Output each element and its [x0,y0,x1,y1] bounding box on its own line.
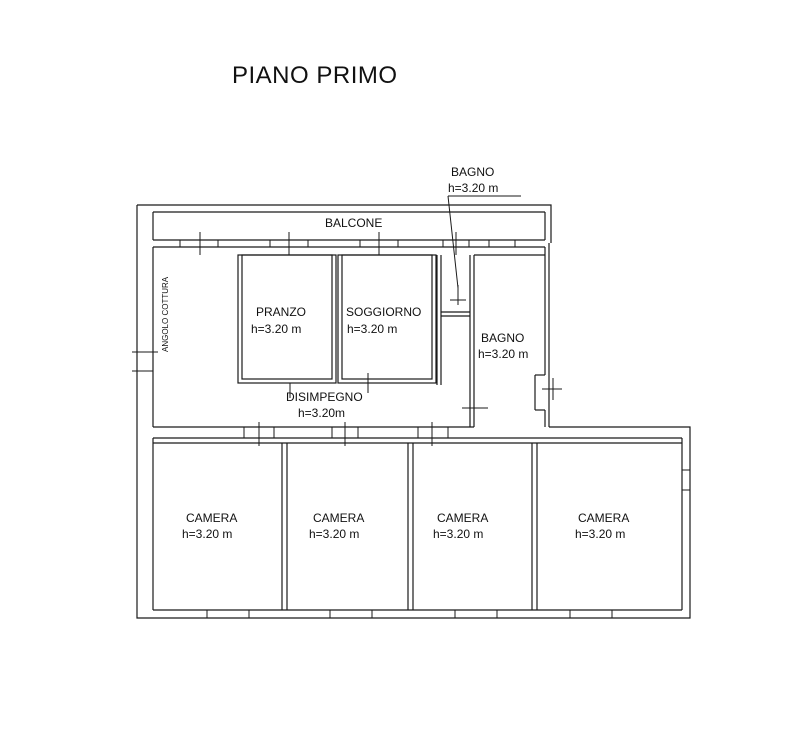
right-wall-detail [682,469,690,491]
room-height-soggiorno: h=3.20 m [347,322,398,336]
room-height-bagno-right: h=3.20 m [478,347,529,361]
room-label-disimpegno: DISIMPEGNO [286,390,363,404]
room-height-disimpegno: h=3.20m [298,406,346,420]
room-height-camera-2: h=3.20 m [309,527,360,541]
room-label-bagno-right: BAGNO [481,331,525,345]
room-height-bagno-top: h=3.20 m [448,181,499,195]
corridor-doors [243,422,449,446]
bagno-leader [447,195,521,289]
balcony-windows [179,232,516,255]
plan-title: PIANO PRIMO [232,62,398,89]
bottom-windows [206,609,613,619]
room-height-camera-3: h=3.20 m [433,527,484,541]
room-height-camera-4: h=3.20 m [575,527,626,541]
room-label-camera-3: CAMERA [437,511,489,525]
balcony-wall [152,239,683,611]
outer-walls [136,204,691,619]
camera-walls [153,442,682,610]
room-label-camera-4: CAMERA [578,511,630,525]
room-height-pranzo: h=3.20 m [251,322,302,336]
room-label-angolo-cottura: ANGOLO COTTURA [161,276,170,352]
room-label-bagno-top: BAGNO [451,165,495,179]
room-label-camera-1: CAMERA [186,511,238,525]
room-label-balcone: BALCONE [325,216,383,230]
room-label-camera-2: CAMERA [313,511,365,525]
interior-walls [237,243,550,427]
room-label-soggiorno: SOGGIORNO [346,305,422,319]
room-height-camera-1: h=3.20 m [182,527,233,541]
room-label-pranzo: PRANZO [256,305,307,319]
door-marks [132,285,562,418]
